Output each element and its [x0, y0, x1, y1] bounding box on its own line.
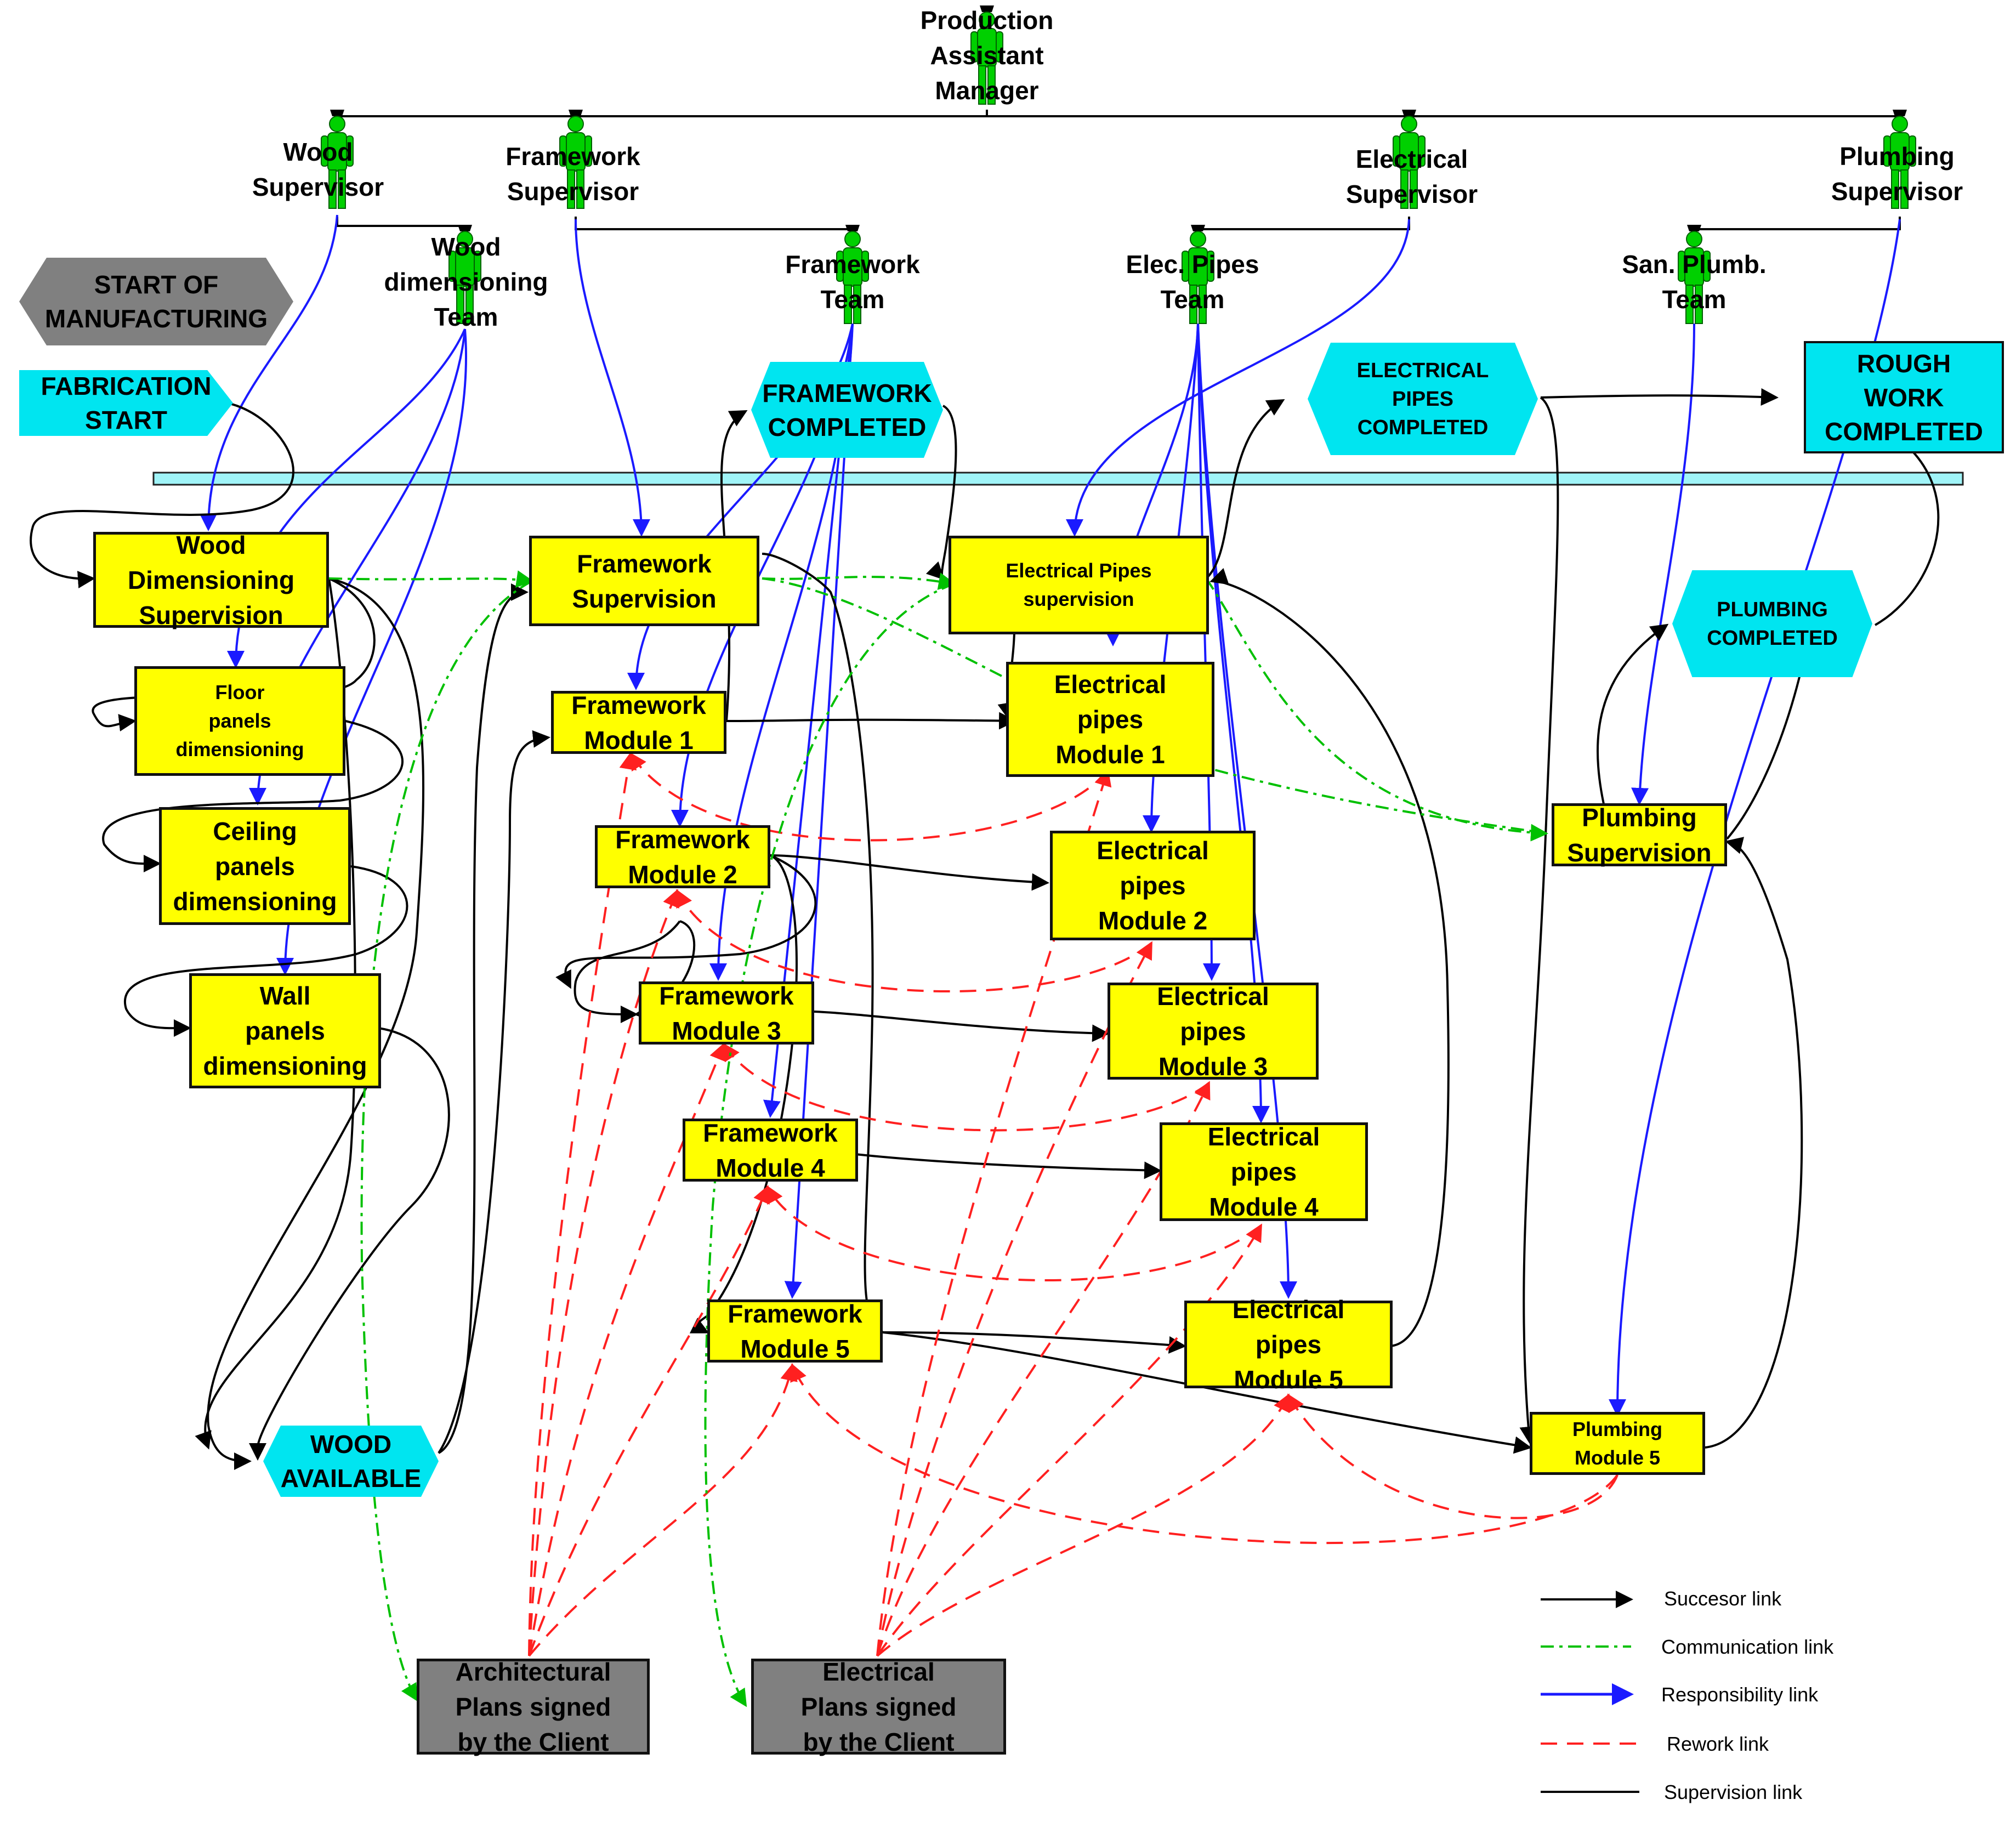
person-icon	[448, 225, 481, 324]
plumbing-supervisor-label: Plumbing Supervisor	[1831, 142, 1963, 206]
legend-successor-label: Succesor link	[1664, 1587, 1782, 1610]
elec-pipes-team-label: Elec. Pipes Team	[1126, 250, 1259, 314]
task-framework-module-1[interactable]: Framework Module 1	[551, 691, 726, 754]
task-electrical-pipes-module-3[interactable]: Electrical pipes Module 3	[1108, 982, 1319, 1081]
legend-lines	[1541, 1591, 1639, 1793]
task-framework-module-3[interactable]: Framework Module 3	[639, 981, 814, 1045]
task-plumbing-supervision[interactable]: Plumbing Supervision	[1552, 803, 1727, 867]
person-icon	[1883, 110, 1916, 209]
task-wood-dimensioning-supervision[interactable]: Wood Dimensioning Supervision	[93, 531, 329, 629]
wood-supervisor-label: Wood Supervisor	[252, 138, 384, 201]
plumb-team-label: San. Plumb. Team	[1622, 250, 1767, 314]
task-wall-panels[interactable]: Wall panels dimensioning	[189, 973, 381, 1088]
electrical-supervisor-label: Electrical Supervisor	[1345, 145, 1478, 208]
task-framework-module-2[interactable]: Framework Module 2	[595, 825, 770, 889]
legend-responsibility-label: Responsibility link	[1661, 1683, 1819, 1706]
milestone-framework-completed[interactable]: FRAMEWORK COMPLETED	[751, 362, 943, 458]
milestone-fabrication-start[interactable]: FABRICATION START	[19, 370, 233, 436]
manager-label: Production Assistant Manager	[920, 6, 1054, 105]
legend-supervision-label: Supervision link	[1664, 1781, 1803, 1803]
task-electrical-pipes-module-2[interactable]: Electrical pipes Module 2	[1050, 831, 1256, 940]
task-ceiling-panels[interactable]: Ceiling panels dimensioning	[159, 807, 351, 925]
phase-divider-bar	[152, 472, 1964, 486]
input-electrical-plans[interactable]: Electrical Plans signed by the Client	[751, 1658, 1006, 1756]
task-plumbing-module-5[interactable]: Plumbing Module 5	[1530, 1412, 1705, 1475]
person-icon	[559, 110, 592, 209]
task-framework-supervision[interactable]: Framework Supervision	[529, 536, 759, 626]
person-icon	[1678, 225, 1711, 324]
task-framework-module-5[interactable]: Framework Module 5	[707, 1299, 883, 1363]
person-icon	[321, 110, 354, 209]
person-icon	[836, 225, 869, 324]
milestone-plumbing-completed[interactable]: PLUMBING COMPLETED	[1672, 570, 1872, 677]
task-electrical-pipes-module-4[interactable]: Electrical pipes Module 4	[1160, 1122, 1368, 1221]
task-framework-module-4[interactable]: Framework Module 4	[683, 1119, 858, 1182]
task-floor-panels[interactable]: Floor panels dimensioning	[134, 666, 345, 776]
legend-communication-label: Communication link	[1661, 1636, 1834, 1658]
milestone-rough-work-completed[interactable]: ROUGH WORK COMPLETED	[1804, 341, 2004, 453]
legend-rework-label: Rework link	[1667, 1733, 1769, 1755]
person-icon	[1393, 110, 1426, 209]
person-icon	[1182, 225, 1214, 324]
milestone-start-manufacturing[interactable]: START OF MANUFACTURING	[19, 258, 293, 345]
task-electrical-pipes-supervision[interactable]: Electrical Pipes supervision	[949, 536, 1209, 634]
person-icon	[970, 5, 1003, 105]
framework-team-label: Framework Team	[785, 250, 920, 314]
milestone-wood-available[interactable]: WOOD AVAILABLE	[263, 1426, 439, 1497]
task-electrical-pipes-module-5[interactable]: Electrical pipes Module 5	[1184, 1295, 1393, 1394]
milestone-elec-pipes-completed[interactable]: ELECTRICAL PIPES COMPLETED	[1308, 343, 1538, 455]
wood-team-label: Wood dimensioning Team	[384, 232, 548, 331]
framework-supervisor-label: Framework Supervisor	[506, 142, 640, 206]
task-electrical-pipes-module-1[interactable]: Electrical pipes Module 1	[1006, 662, 1214, 777]
input-architectural-plans[interactable]: Architectural Plans signed by the Client	[417, 1658, 650, 1756]
